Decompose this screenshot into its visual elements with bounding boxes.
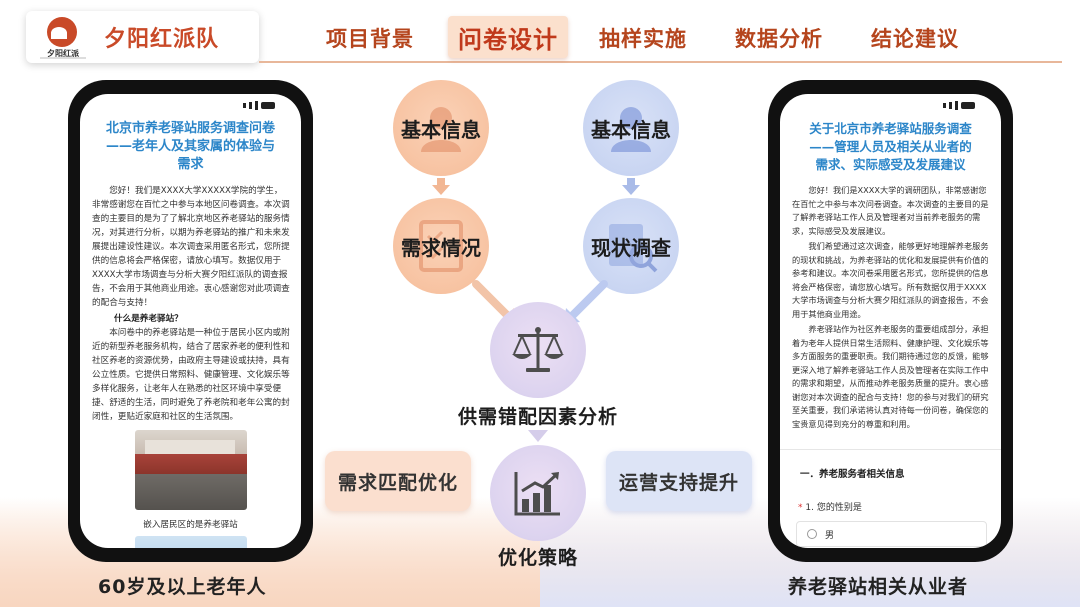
bar-chart-icon — [514, 472, 560, 516]
user-icon — [421, 107, 461, 152]
node-basic-info-right: 基本信息 — [583, 80, 679, 176]
left-survey-title: 北京市养老驿站服务调查问卷 ——老年人及其家属的体验与 需求 — [105, 121, 275, 172]
question-label: * 1. 您的性别是 — [798, 503, 862, 513]
arrow-stem — [437, 178, 445, 186]
node-basic-info-left: 基本信息 — [393, 80, 489, 176]
arrow-stem — [627, 178, 635, 186]
right-audience-caption: 养老驿站相关从业者 — [788, 576, 969, 598]
arrow-down-icon — [528, 430, 548, 442]
checklist-icon — [419, 220, 463, 272]
right-survey-para1: 您好！我们是XXXX大学的调研团队，非常感谢您在百忙之中参与本次问卷调查。本次调… — [792, 185, 989, 236]
gender-option-male[interactable]: 男 — [796, 521, 987, 547]
status-bar — [780, 94, 1001, 116]
node-status: 现状调查 — [583, 198, 679, 294]
right-survey-title: 关于北京市养老驿站服务调查 ——管理人员及相关从业者的 需求、实际感受及发展建议 — [809, 121, 972, 172]
right-survey-para2: 我们希望通过这次调查，能够更好地理解养老服务的现状和挑战，为养老驿站的优化和发展… — [792, 241, 989, 319]
question-section-title: 一．养老服务者相关信息 — [780, 449, 1001, 480]
right-survey-para3: 养老驿站作为社区养老服务的重要组成部分，承担着为老年人提供日常生活照料、健康护理… — [792, 324, 989, 429]
box-demand-matching: 需求匹配优化 — [325, 451, 471, 511]
arrow-down-icon — [432, 185, 450, 195]
left-survey-subheading: 什么是养老驿站？ — [114, 314, 183, 324]
node-demand: 需求情况 — [393, 198, 489, 294]
node-mismatch-analysis — [490, 302, 586, 398]
node-demand-label: 需求情况 — [401, 235, 481, 260]
left-survey-intro: 您好！我们是XXXX大学XXXXX学院的学生，非常感谢您在百忙之中参与本地区问卷… — [92, 186, 290, 308]
nav-tab-analysis[interactable]: 数据分析 — [735, 27, 823, 51]
team-logo: 夕阳红派 夕阳红派队 — [26, 11, 259, 63]
left-phone-frame: 北京市养老驿站服务调查问卷 ——老年人及其家属的体验与 需求 您好！我们是XXX… — [68, 80, 313, 562]
right-phone-screen[interactable]: 关于北京市养老驿站服务调查 ——管理人员及相关从业者的 需求、实际感受及发展建议… — [780, 94, 1001, 548]
node-mismatch-analysis-label: 供需错配因素分析 — [457, 406, 618, 428]
node-status-label: 现状调查 — [591, 235, 671, 260]
node-basic-info-left-label: 基本信息 — [401, 117, 481, 142]
station-photo-caption: 嵌入居民区的是养老驿站 — [143, 520, 238, 530]
radio-icon[interactable] — [807, 529, 817, 539]
node-basic-info-right-label: 基本信息 — [591, 117, 671, 142]
balance-scale-icon — [512, 327, 564, 372]
nav-tab-conclusion[interactable]: 结论建议 — [871, 27, 959, 51]
node-strategy — [490, 445, 586, 541]
left-audience-caption: 60岁及以上老年人 — [98, 576, 267, 598]
station-photo — [134, 430, 247, 510]
staff-user-icon — [611, 107, 651, 152]
arrow-down-icon — [622, 185, 640, 195]
team-name: 夕阳红派队 — [104, 27, 220, 52]
right-phone-frame: 关于北京市养老驿站服务调查 ——管理人员及相关从业者的 需求、实际感受及发展建议… — [768, 80, 1013, 562]
community-photo — [134, 536, 247, 548]
status-bar — [80, 94, 301, 116]
box-operation-support: 运营支持提升 — [606, 451, 752, 511]
search-document-icon — [609, 224, 658, 273]
logo-tagline — [40, 57, 86, 59]
node-strategy-label: 优化策略 — [497, 547, 578, 569]
left-phone-screen[interactable]: 北京市养老驿站服务调查问卷 ——老年人及其家属的体验与 需求 您好！我们是XXX… — [80, 94, 301, 548]
left-survey-definition: 本问卷中的养老驿站是一种位于居民小区内或附近的新型养老服务机构，结合了居家养老的… — [92, 328, 290, 422]
nav-tab-questionnaire[interactable]: 问卷设计 — [448, 16, 568, 58]
header-divider — [259, 61, 1062, 63]
sunset-logo-icon: 夕阳红派 — [40, 15, 86, 59]
logo-mark-text: 夕阳红派 — [47, 49, 79, 58]
nav-tab-background[interactable]: 项目背景 — [326, 27, 414, 51]
nav-tab-sampling[interactable]: 抽样实施 — [599, 27, 687, 51]
